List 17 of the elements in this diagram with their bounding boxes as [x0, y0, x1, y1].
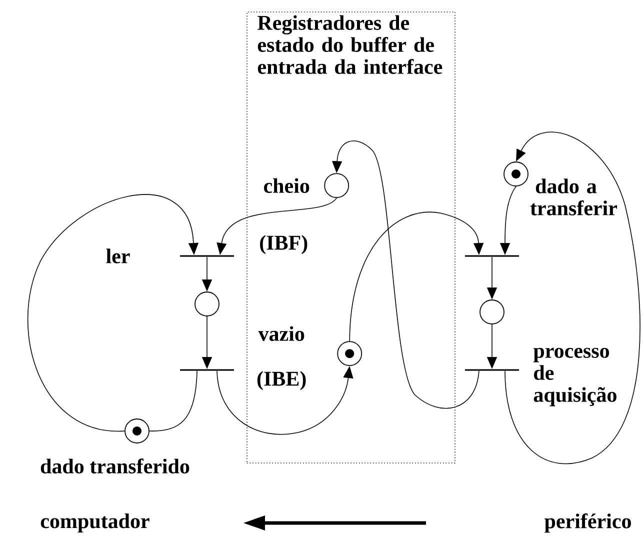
frame-heading: Registradores de estado do buffer de entrada da interface: [258, 15, 442, 74]
place-circle: [480, 300, 504, 324]
state-label: (IBE): [257, 371, 306, 390]
state-label: (IBF): [260, 235, 308, 254]
process-label: ler: [106, 248, 130, 264]
arc-arrow: [332, 140, 480, 409]
process-label: computador: [40, 513, 150, 532]
place-label: vazio: [258, 326, 304, 341]
place-circle: [194, 292, 220, 316]
arc-arrow: [27, 194, 199, 432]
place-label: dado transferido: [40, 458, 190, 474]
process-label: processo de aquisição: [533, 348, 616, 406]
place-label: cheio: [264, 178, 310, 193]
process-label: periférico: [544, 513, 631, 533]
arc-arrow: [349, 212, 484, 342]
place-label: dado a transferir: [530, 178, 618, 216]
arc-arrow: [504, 132, 640, 464]
